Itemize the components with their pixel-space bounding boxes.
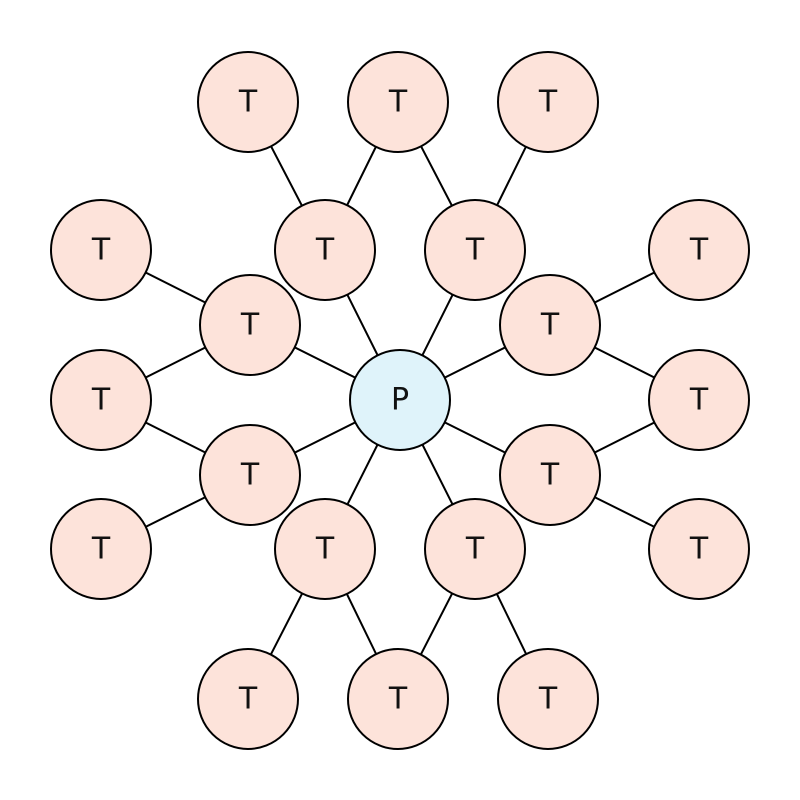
node-label: T xyxy=(689,233,709,268)
node-circle xyxy=(648,349,750,451)
leaf-node-la: T xyxy=(199,274,301,376)
leaf-node-da: T xyxy=(274,498,376,600)
node-label: T xyxy=(538,682,558,717)
leaf-node-d3: T xyxy=(497,648,599,750)
leaf-node-u1: T xyxy=(197,51,299,153)
leaf-node-d2: T xyxy=(347,648,449,750)
node-circle xyxy=(424,498,526,600)
node-circle xyxy=(497,648,599,750)
node-label: T xyxy=(689,383,709,418)
leaf-node-l3: T xyxy=(50,498,152,600)
node-circle xyxy=(199,424,301,526)
leaf-node-d1: T xyxy=(197,648,299,750)
leaf-node-lb: T xyxy=(199,424,301,526)
leaf-node-ra: T xyxy=(499,274,601,376)
node-circle xyxy=(499,274,601,376)
leaf-node-r2: T xyxy=(648,349,750,451)
node-label: T xyxy=(91,233,111,268)
node-label: T xyxy=(238,85,258,120)
node-circle xyxy=(497,51,599,153)
node-circle xyxy=(197,51,299,153)
node-layer: P T T T T T T T T T T T T T T T T T T T T xyxy=(50,51,750,750)
leaf-node-ua: T xyxy=(274,199,376,301)
node-label: T xyxy=(240,308,260,343)
node-label: T xyxy=(315,233,335,268)
node-label: T xyxy=(91,383,111,418)
node-circle xyxy=(499,424,601,526)
node-label: T xyxy=(538,85,558,120)
center-node: P xyxy=(349,349,451,451)
node-circle xyxy=(424,199,526,301)
node-circle xyxy=(347,648,449,750)
leaf-node-ub: T xyxy=(424,199,526,301)
node-label: T xyxy=(465,532,485,567)
node-label: T xyxy=(240,458,260,493)
node-circle xyxy=(347,51,449,153)
node-circle xyxy=(50,349,152,451)
leaf-node-rb: T xyxy=(499,424,601,526)
node-circle xyxy=(197,648,299,750)
node-label: T xyxy=(465,233,485,268)
node-circle xyxy=(274,199,376,301)
node-label: T xyxy=(540,308,560,343)
node-circle xyxy=(50,199,152,301)
leaf-node-u3: T xyxy=(497,51,599,153)
node-circle xyxy=(648,498,750,600)
leaf-node-db: T xyxy=(424,498,526,600)
leaf-node-u2: T xyxy=(347,51,449,153)
node-circle xyxy=(349,349,451,451)
leaf-node-r3: T xyxy=(648,498,750,600)
leaf-node-r1: T xyxy=(648,199,750,301)
node-label: T xyxy=(689,532,709,567)
node-circle xyxy=(648,199,750,301)
node-label: T xyxy=(238,682,258,717)
node-label: T xyxy=(315,532,335,567)
node-circle xyxy=(199,274,301,376)
node-label: T xyxy=(540,458,560,493)
leaf-node-l1: T xyxy=(50,199,152,301)
node-circle xyxy=(274,498,376,600)
node-label: T xyxy=(388,85,408,120)
leaf-node-l2: T xyxy=(50,349,152,451)
node-label: T xyxy=(91,532,111,567)
node-circle xyxy=(50,498,152,600)
node-label: P xyxy=(391,383,409,418)
node-label: T xyxy=(388,682,408,717)
